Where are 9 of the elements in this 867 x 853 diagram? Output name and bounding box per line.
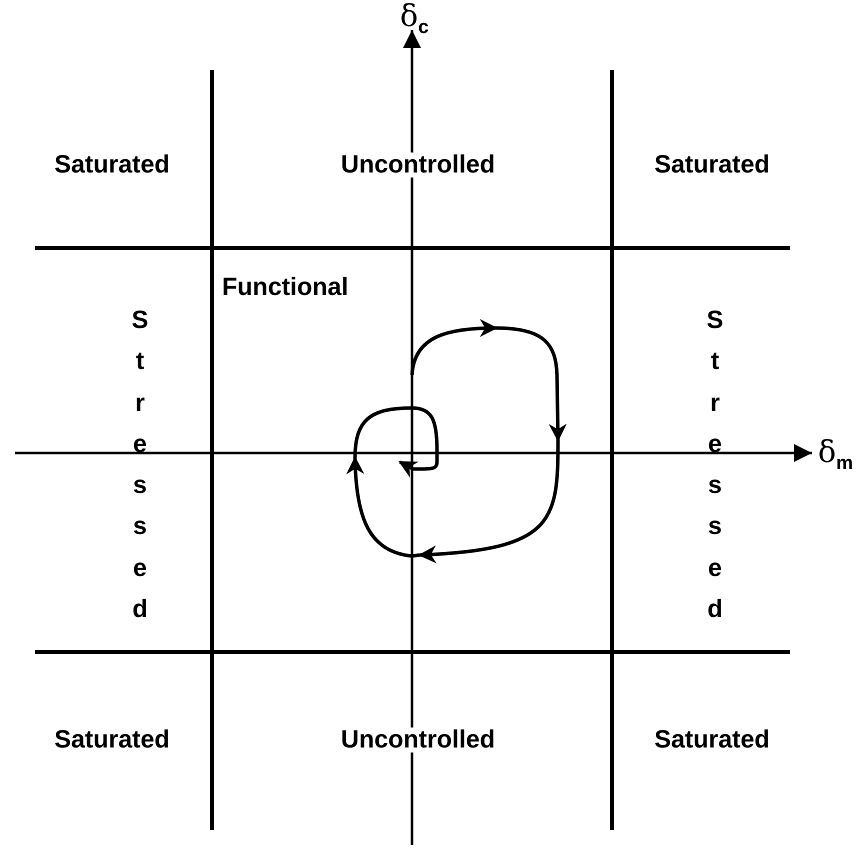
region-label: Saturated [54,152,170,178]
region-label: Functional [222,275,348,300]
region-label: Stressed [706,305,724,625]
region-label: Stressed [131,305,149,625]
region-label: Saturated [54,728,170,752]
axis-label: δ$_{m}$ [818,438,853,473]
region-label: Saturated [654,152,770,178]
axis-label: δ$_{c}$ [400,2,429,37]
region-label: Saturated [654,728,770,752]
